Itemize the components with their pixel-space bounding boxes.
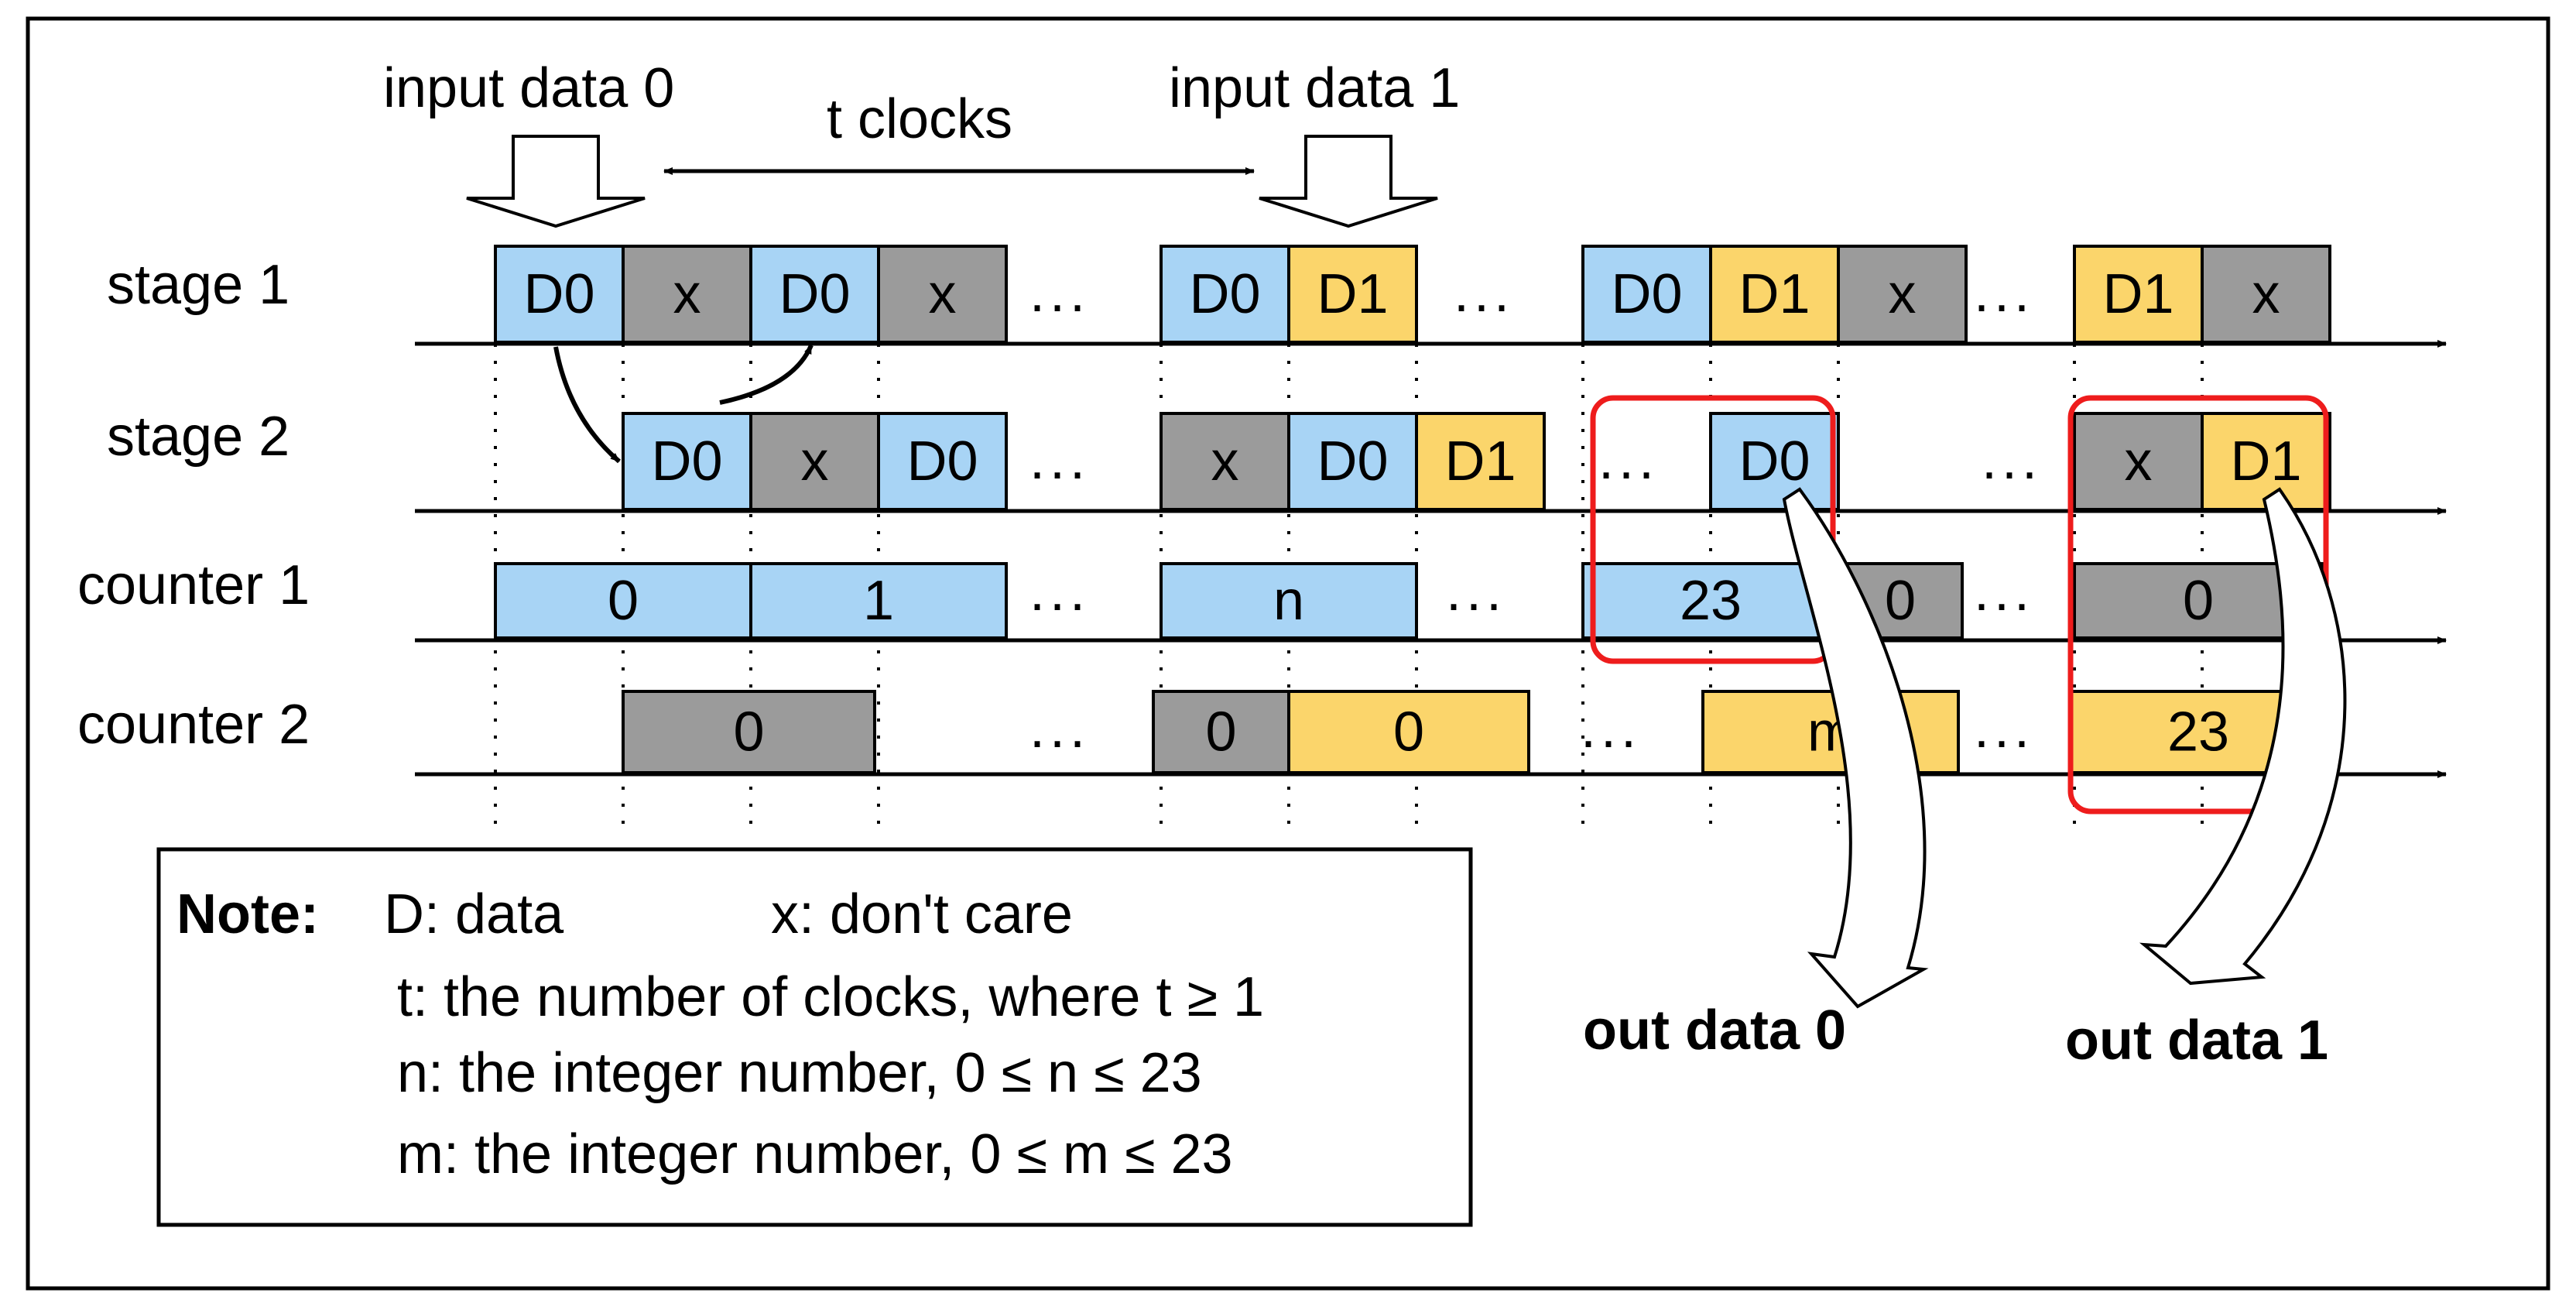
input-data-0-label: input data 0	[383, 57, 674, 119]
timing-cell-label: D0	[906, 430, 978, 492]
timing-cell-label: n	[1273, 570, 1304, 632]
timing-cell	[1415, 412, 1546, 511]
timing-cell	[1581, 562, 1840, 640]
transfer-arrow-s1-to-s2	[553, 346, 621, 464]
ellipsis: ...	[1446, 561, 1506, 622]
timing-cell-label: x	[929, 263, 957, 325]
timing-cell-label: x	[1889, 263, 1917, 325]
timing-cell	[1837, 245, 1968, 344]
timing-cell	[1287, 412, 1418, 511]
t-clocks-label: t clocks	[827, 88, 1012, 150]
timing-cell-label: D0	[1738, 430, 1810, 492]
outer-frame	[26, 16, 2550, 1291]
out-0-highlight	[1590, 395, 1836, 664]
timing-cell	[1152, 690, 1290, 774]
row-label-counter-2: counter 2	[77, 694, 310, 756]
timing-cell	[1709, 245, 1840, 344]
note-line-t: t: the number of clocks, where t ≥ 1	[397, 966, 1264, 1028]
timing-cell-label: x	[1211, 430, 1239, 492]
timing-cell-label: 0	[733, 701, 764, 763]
row-label-counter-1: counter 1	[77, 554, 310, 616]
timing-cell-label: D1	[1444, 430, 1516, 492]
timing-cell	[1287, 690, 1530, 774]
transfer-arrow-s2-to-s1	[719, 344, 814, 405]
timing-cell-label: D1	[2102, 263, 2174, 325]
ellipsis: ...	[1029, 698, 1090, 760]
timing-cell	[1581, 245, 1712, 344]
timing-cell	[1160, 412, 1290, 511]
note-line-dont-care: x: don't care	[771, 883, 1073, 945]
timing-cell-label: 1	[863, 570, 894, 632]
timing-cell	[622, 690, 876, 774]
timing-cell-label: 0	[1885, 570, 1916, 632]
timing-cell	[1160, 562, 1418, 640]
timing-cell	[2073, 412, 2204, 511]
timing-cell	[877, 412, 1008, 511]
ellipsis: ...	[1974, 262, 2034, 324]
timing-cell	[1287, 245, 1418, 344]
timing-cell-label: x	[801, 430, 829, 492]
ellipsis: ...	[1029, 429, 1090, 491]
note-line-data: D: data	[384, 883, 564, 945]
timing-cell-label: D0	[1611, 263, 1682, 325]
timing-cell-label: D1	[2230, 430, 2301, 492]
timing-cell	[494, 562, 752, 640]
timing-cell-label: 23	[2167, 701, 2229, 763]
timing-cell	[749, 412, 880, 511]
timing-cell	[749, 562, 1008, 640]
timing-cell	[1160, 245, 1290, 344]
note-line-n: n: the integer number, 0 ≤ n ≤ 23	[397, 1042, 1202, 1104]
input-0-arrow	[466, 135, 646, 228]
timing-cell	[877, 245, 1008, 344]
ellipsis: ...	[1581, 698, 1641, 760]
row-label-stage-2: stage 2	[107, 406, 289, 468]
row-label-stage-1: stage 1	[107, 254, 289, 316]
timing-cell-label: D0	[1189, 263, 1260, 325]
timing-cell	[2201, 412, 2331, 511]
timing-cell-label: D0	[651, 430, 722, 492]
out-0-arrow	[1782, 487, 1929, 1009]
ellipsis: ...	[1029, 262, 1090, 324]
timing-cell	[622, 412, 752, 511]
ellipsis: ...	[1982, 429, 2042, 491]
timing-cell-label: D0	[779, 263, 850, 325]
timing-cell-label: x	[673, 263, 701, 325]
note-heading: Note:	[176, 883, 319, 945]
out-data-0-label: out data 0	[1583, 1000, 1846, 1061]
input-data-1-label: input data 1	[1169, 57, 1460, 119]
timing-cell	[622, 245, 752, 344]
timing-cell-label: 0	[1205, 701, 1236, 763]
timing-cell-label: D0	[1317, 430, 1388, 492]
timing-cell	[749, 245, 880, 344]
ellipsis: ...	[1029, 561, 1090, 622]
timing-cell-label: x	[2125, 430, 2153, 492]
timing-cell	[1709, 412, 1840, 511]
timing-cell-label: 0	[2183, 570, 2214, 632]
timing-cell-label: 0	[608, 570, 639, 632]
note-line-m: m: the integer number, 0 ≤ m ≤ 23	[397, 1123, 1233, 1185]
timing-cell	[2073, 245, 2204, 344]
input-1-arrow	[1259, 135, 1438, 228]
out-data-1-label: out data 1	[2065, 1010, 2328, 1072]
ellipsis-group: ... ... ... ... ... ... ... ... ... ... …	[1029, 262, 2042, 760]
timing-cell-label: 0	[1393, 701, 1424, 763]
ellipsis: ...	[1598, 429, 1659, 491]
timing-cell-label: D0	[523, 263, 594, 325]
note-box	[156, 847, 1473, 1227]
timing-cell-label: D1	[1317, 263, 1388, 325]
timing-cell-label: 23	[1680, 570, 1742, 632]
out-1-arrow	[2139, 487, 2347, 986]
timing-cell	[2201, 245, 2331, 344]
ellipsis: ...	[1974, 561, 2034, 622]
ellipsis: ...	[1974, 698, 2034, 760]
timing-cell-label: x	[2252, 263, 2280, 325]
timing-cell-label: D1	[1738, 263, 1810, 325]
ellipsis: ...	[1454, 262, 1514, 324]
